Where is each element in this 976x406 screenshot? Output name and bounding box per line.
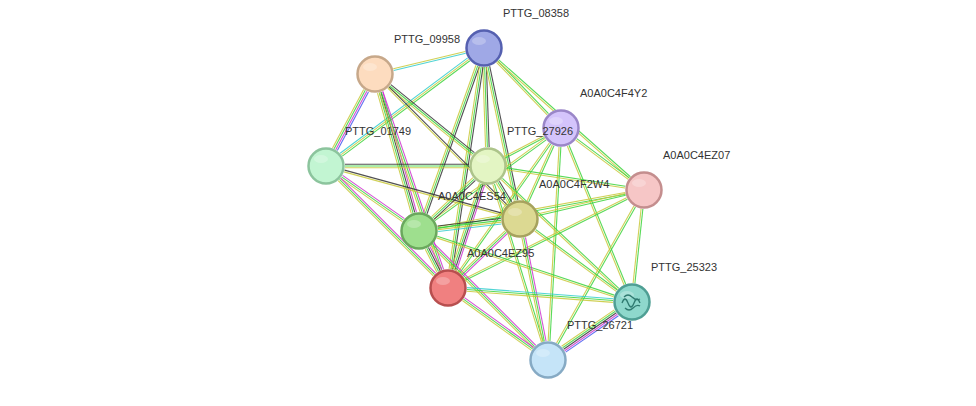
protein-node: A0A0C4EZ95	[429, 269, 467, 307]
node-label: PTTG_25323	[651, 261, 717, 274]
node-label: A0A0C4ES54	[438, 190, 506, 203]
node-label: A0A0C4EZ07	[663, 149, 730, 162]
node-label: PTTG_01749	[345, 125, 411, 138]
protein-node: PTTG_01749	[307, 147, 345, 185]
node-circle	[307, 147, 345, 185]
protein-node: PTTG_27926	[469, 147, 507, 185]
interaction-edge	[462, 298, 533, 351]
interaction-edge	[378, 92, 417, 214]
interaction-edge	[338, 178, 436, 276]
node-circle	[429, 269, 467, 307]
node-circle	[613, 283, 651, 321]
interaction-edge	[633, 209, 643, 283]
interaction-edge	[467, 288, 613, 303]
node-circle	[356, 55, 394, 93]
protein-node: PTTG_25323	[613, 283, 651, 321]
protein-node: PTTG_09958	[356, 55, 394, 93]
interaction-edge	[557, 206, 636, 344]
node-label: PTTG_26721	[567, 319, 633, 332]
node-circle	[625, 171, 663, 209]
interaction-edge	[501, 178, 619, 289]
protein-node: A0A0C4EZ07	[625, 171, 663, 209]
node-label: PTTG_09958	[394, 33, 460, 46]
interaction-edge	[333, 90, 369, 151]
interaction-edge	[535, 230, 618, 292]
node-label: A0A0C4F4Y2	[580, 87, 647, 100]
node-label: A0A0C4F2W4	[539, 178, 609, 191]
interaction-edge	[576, 139, 630, 180]
node-circle	[465, 29, 503, 67]
interaction-edge	[438, 219, 502, 232]
node-circle	[501, 200, 539, 238]
interaction-edge	[458, 143, 551, 273]
node-circle	[529, 341, 567, 379]
node-circle	[400, 212, 438, 250]
node-label: PTTG_27926	[507, 125, 573, 138]
interaction-edge	[497, 61, 549, 115]
protein-node: PTTG_26721	[529, 341, 567, 379]
protein-node: A0A0C4F2W4	[501, 200, 539, 238]
protein-node: PTTG_08358	[465, 29, 503, 67]
interaction-edge	[504, 136, 544, 158]
node-label: PTTG_08358	[503, 7, 569, 20]
node-circle	[469, 147, 507, 185]
protein-node: A0A0C4ES54	[400, 212, 438, 250]
interaction-edge	[345, 164, 469, 168]
node-label: A0A0C4EZ95	[467, 247, 534, 260]
